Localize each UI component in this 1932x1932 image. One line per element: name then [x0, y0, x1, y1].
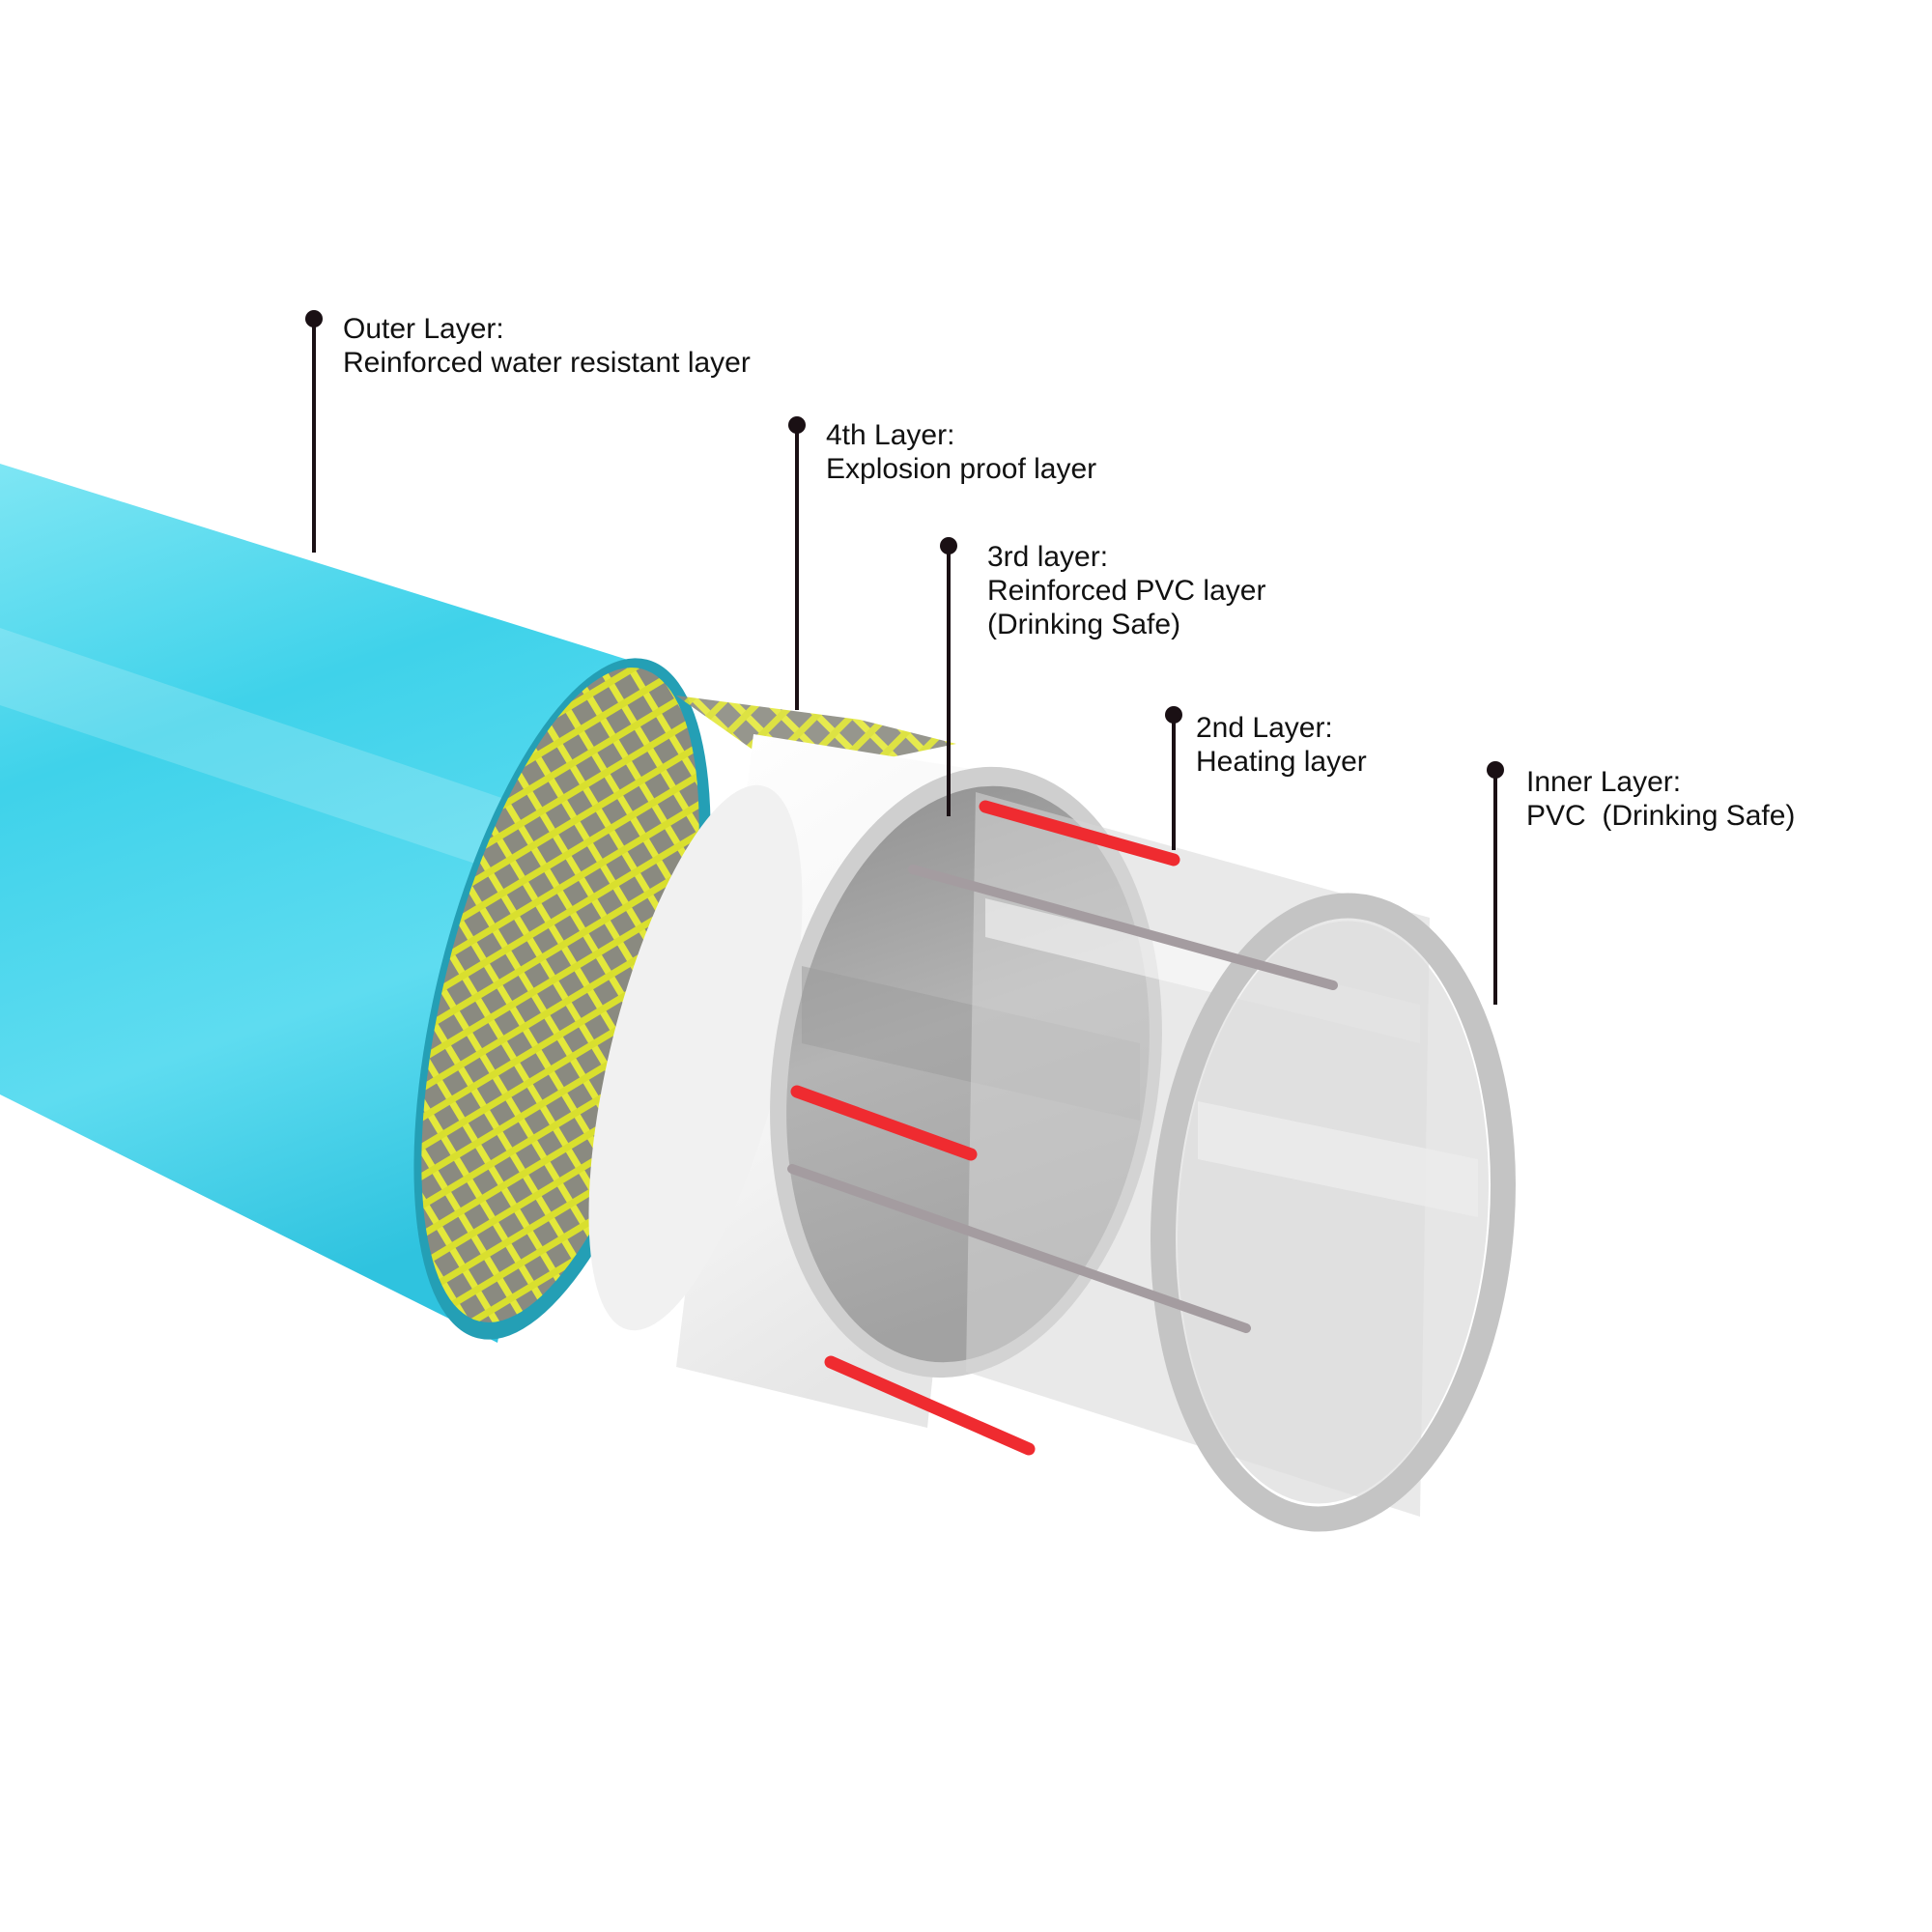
callout-dot [305, 310, 323, 327]
callout-label: Explosion proof layer [826, 453, 1096, 485]
heating-wires [787, 800, 1338, 1456]
inner-pvc-tube [966, 792, 1516, 1532]
outer-layer-highlight [0, 628, 599, 898]
inner-tube-end-rim [1151, 893, 1516, 1532]
heating-wire-red [790, 1085, 978, 1161]
callout-label: Outer Layer: [343, 313, 504, 345]
callout-label: Heating layer [1196, 746, 1367, 778]
callout-label: PVC (Drinking Safe) [1526, 800, 1795, 832]
callout-dot [1165, 706, 1182, 724]
mesh-ring [421, 668, 699, 1322]
callout-label: 3rd layer: [987, 541, 1108, 573]
heating-wire-red [979, 800, 1180, 867]
heating-wire-red [824, 1355, 1036, 1456]
callout-label: 4th Layer: [826, 419, 954, 451]
callout-label: Reinforced PVC layer [987, 575, 1265, 607]
callout-label: (Drinking Safe) [987, 609, 1180, 640]
callout-dot [940, 537, 957, 554]
callout-dot [1487, 761, 1504, 779]
callout-label: Inner Layer: [1526, 766, 1681, 798]
callout-label: Reinforced water resistant layer [343, 347, 751, 379]
callout-fourth: 4th Layer: Explosion proof layer [788, 416, 1096, 710]
callout-third: 3rd layer: Reinforced PVC layer (Drinkin… [940, 537, 1265, 816]
inner-tube-end-face [1178, 921, 1489, 1504]
callout-inner: Inner Layer: PVC (Drinking Safe) [1487, 761, 1795, 1005]
inner-tube-end-shade [1198, 1101, 1478, 1217]
callout-outer: Outer Layer: Reinforced water resistant … [305, 310, 751, 553]
heating-wire-gray [908, 865, 1338, 990]
callout-second: 2nd Layer: Heating layer [1165, 706, 1367, 850]
callout-label: 2nd Layer: [1196, 712, 1333, 744]
heating-wire-gray [787, 1164, 1251, 1333]
white-layer-face [588, 784, 803, 1331]
callout-dot [788, 416, 806, 434]
